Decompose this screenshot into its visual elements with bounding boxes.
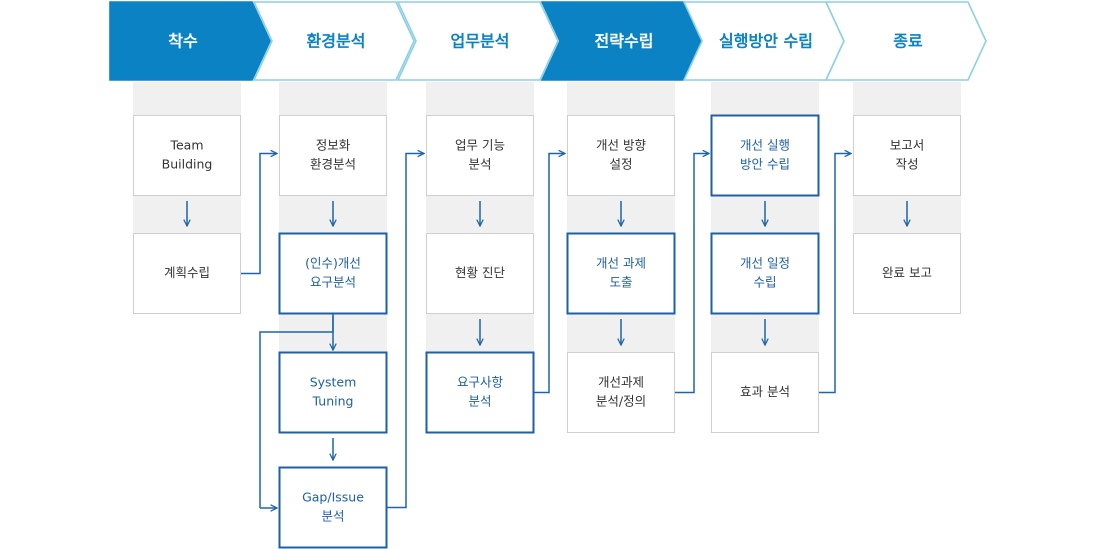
task-label: Gap/Issue (302, 490, 364, 505)
task-label: 완료 보고 (882, 265, 932, 280)
task-box-frame (279, 115, 387, 196)
task-box: 현황 진단 (426, 233, 534, 314)
task-box-frame (567, 115, 675, 196)
task-label: 분석 (468, 157, 491, 172)
task-box-frame (278, 351, 388, 434)
task-box: 효과 분석 (711, 352, 819, 433)
task-label: 현황 진단 (455, 265, 505, 280)
task-label: 분석/정의 (596, 394, 646, 409)
task-label: 개선 방향 (596, 138, 646, 153)
task-label: (인수)개선 (305, 256, 361, 271)
task-box-frame (711, 352, 819, 433)
phase-chevron (252, 1, 415, 81)
task-box-frame (853, 233, 961, 314)
phase-step: 전략수립 (540, 1, 703, 81)
task-label: Tuning (312, 394, 354, 409)
task-label: 요구분석 (310, 275, 356, 290)
task-label: 분석 (468, 394, 491, 409)
task-label: 방안 수립 (740, 157, 790, 172)
task-label: 분석 (321, 509, 344, 524)
task-box-frame (567, 352, 675, 433)
task-label: Building (162, 157, 213, 172)
task-box-frame (853, 115, 961, 196)
cross-column-arrow (534, 154, 565, 394)
phase-header-row: 착수 환경분석 업무분석 전략수립 실행방안 수립 종료 (109, 1, 987, 81)
phase-chevron (109, 1, 271, 81)
task-boxes: TeamBuilding계획수립정보화환경분석(인수)개선요구분석SystemT… (133, 114, 961, 549)
task-label: 정보화 (316, 138, 351, 153)
task-box-frame (566, 232, 676, 315)
task-label: 개선 일정 (740, 256, 790, 271)
phase-label: 업무분석 (451, 32, 510, 51)
cross-column-arrow (675, 154, 709, 394)
task-label: 계획수립 (164, 265, 210, 280)
task-box-frame (133, 115, 241, 196)
phase-chevron (824, 1, 987, 81)
task-box-frame (710, 114, 820, 197)
task-box: 완료 보고 (853, 233, 961, 314)
flow-arrows (187, 154, 907, 509)
task-box: 계획수립 (133, 233, 241, 314)
phase-step: 착수 (109, 1, 271, 81)
task-label: 도출 (609, 275, 632, 290)
task-label: 개선 실행 (740, 138, 790, 153)
task-box: Gap/Issue 분석 (278, 466, 388, 549)
cross-column-arrow (241, 154, 277, 275)
task-box-frame (278, 232, 388, 315)
cross-column-arrow (819, 154, 851, 394)
phase-label: 전략수립 (595, 32, 654, 51)
task-label: 개선과제 (598, 375, 644, 390)
task-box-frame (710, 232, 820, 315)
task-label: 요구사항 (457, 375, 504, 390)
task-box-frame (133, 233, 241, 314)
phase-step: 업무분석 (396, 1, 559, 81)
task-box-frame (278, 466, 388, 549)
task-label: 효과 분석 (740, 384, 790, 399)
task-box-frame (426, 115, 534, 196)
task-label: System (310, 375, 357, 390)
phase-label: 실행방안 수립 (719, 32, 813, 51)
task-label: 작성 (895, 157, 918, 172)
task-label: 환경분석 (310, 157, 356, 172)
task-box: 개선 실행방안 수립 (710, 114, 820, 197)
task-box-frame (426, 233, 534, 314)
column-backgrounds (133, 82, 961, 432)
task-label: 개선 과제 (596, 256, 646, 271)
task-label: 수립 (753, 275, 776, 290)
task-label: 설정 (609, 157, 632, 172)
task-label: 업무 기능 (455, 138, 505, 153)
phase-step: 종료 (824, 1, 987, 81)
phase-chevron (396, 1, 559, 81)
cross-column-arrow (387, 154, 424, 509)
task-label: Team (169, 138, 203, 153)
phase-step: 환경분석 (252, 1, 415, 81)
phase-label: 종료 (893, 32, 923, 51)
task-box-frame (425, 351, 535, 434)
phase-label: 착수 (168, 32, 198, 51)
phase-step: 실행방안 수립 (682, 1, 845, 81)
task-label: 보고서 (890, 138, 925, 153)
phase-label: 환경분석 (307, 32, 366, 51)
